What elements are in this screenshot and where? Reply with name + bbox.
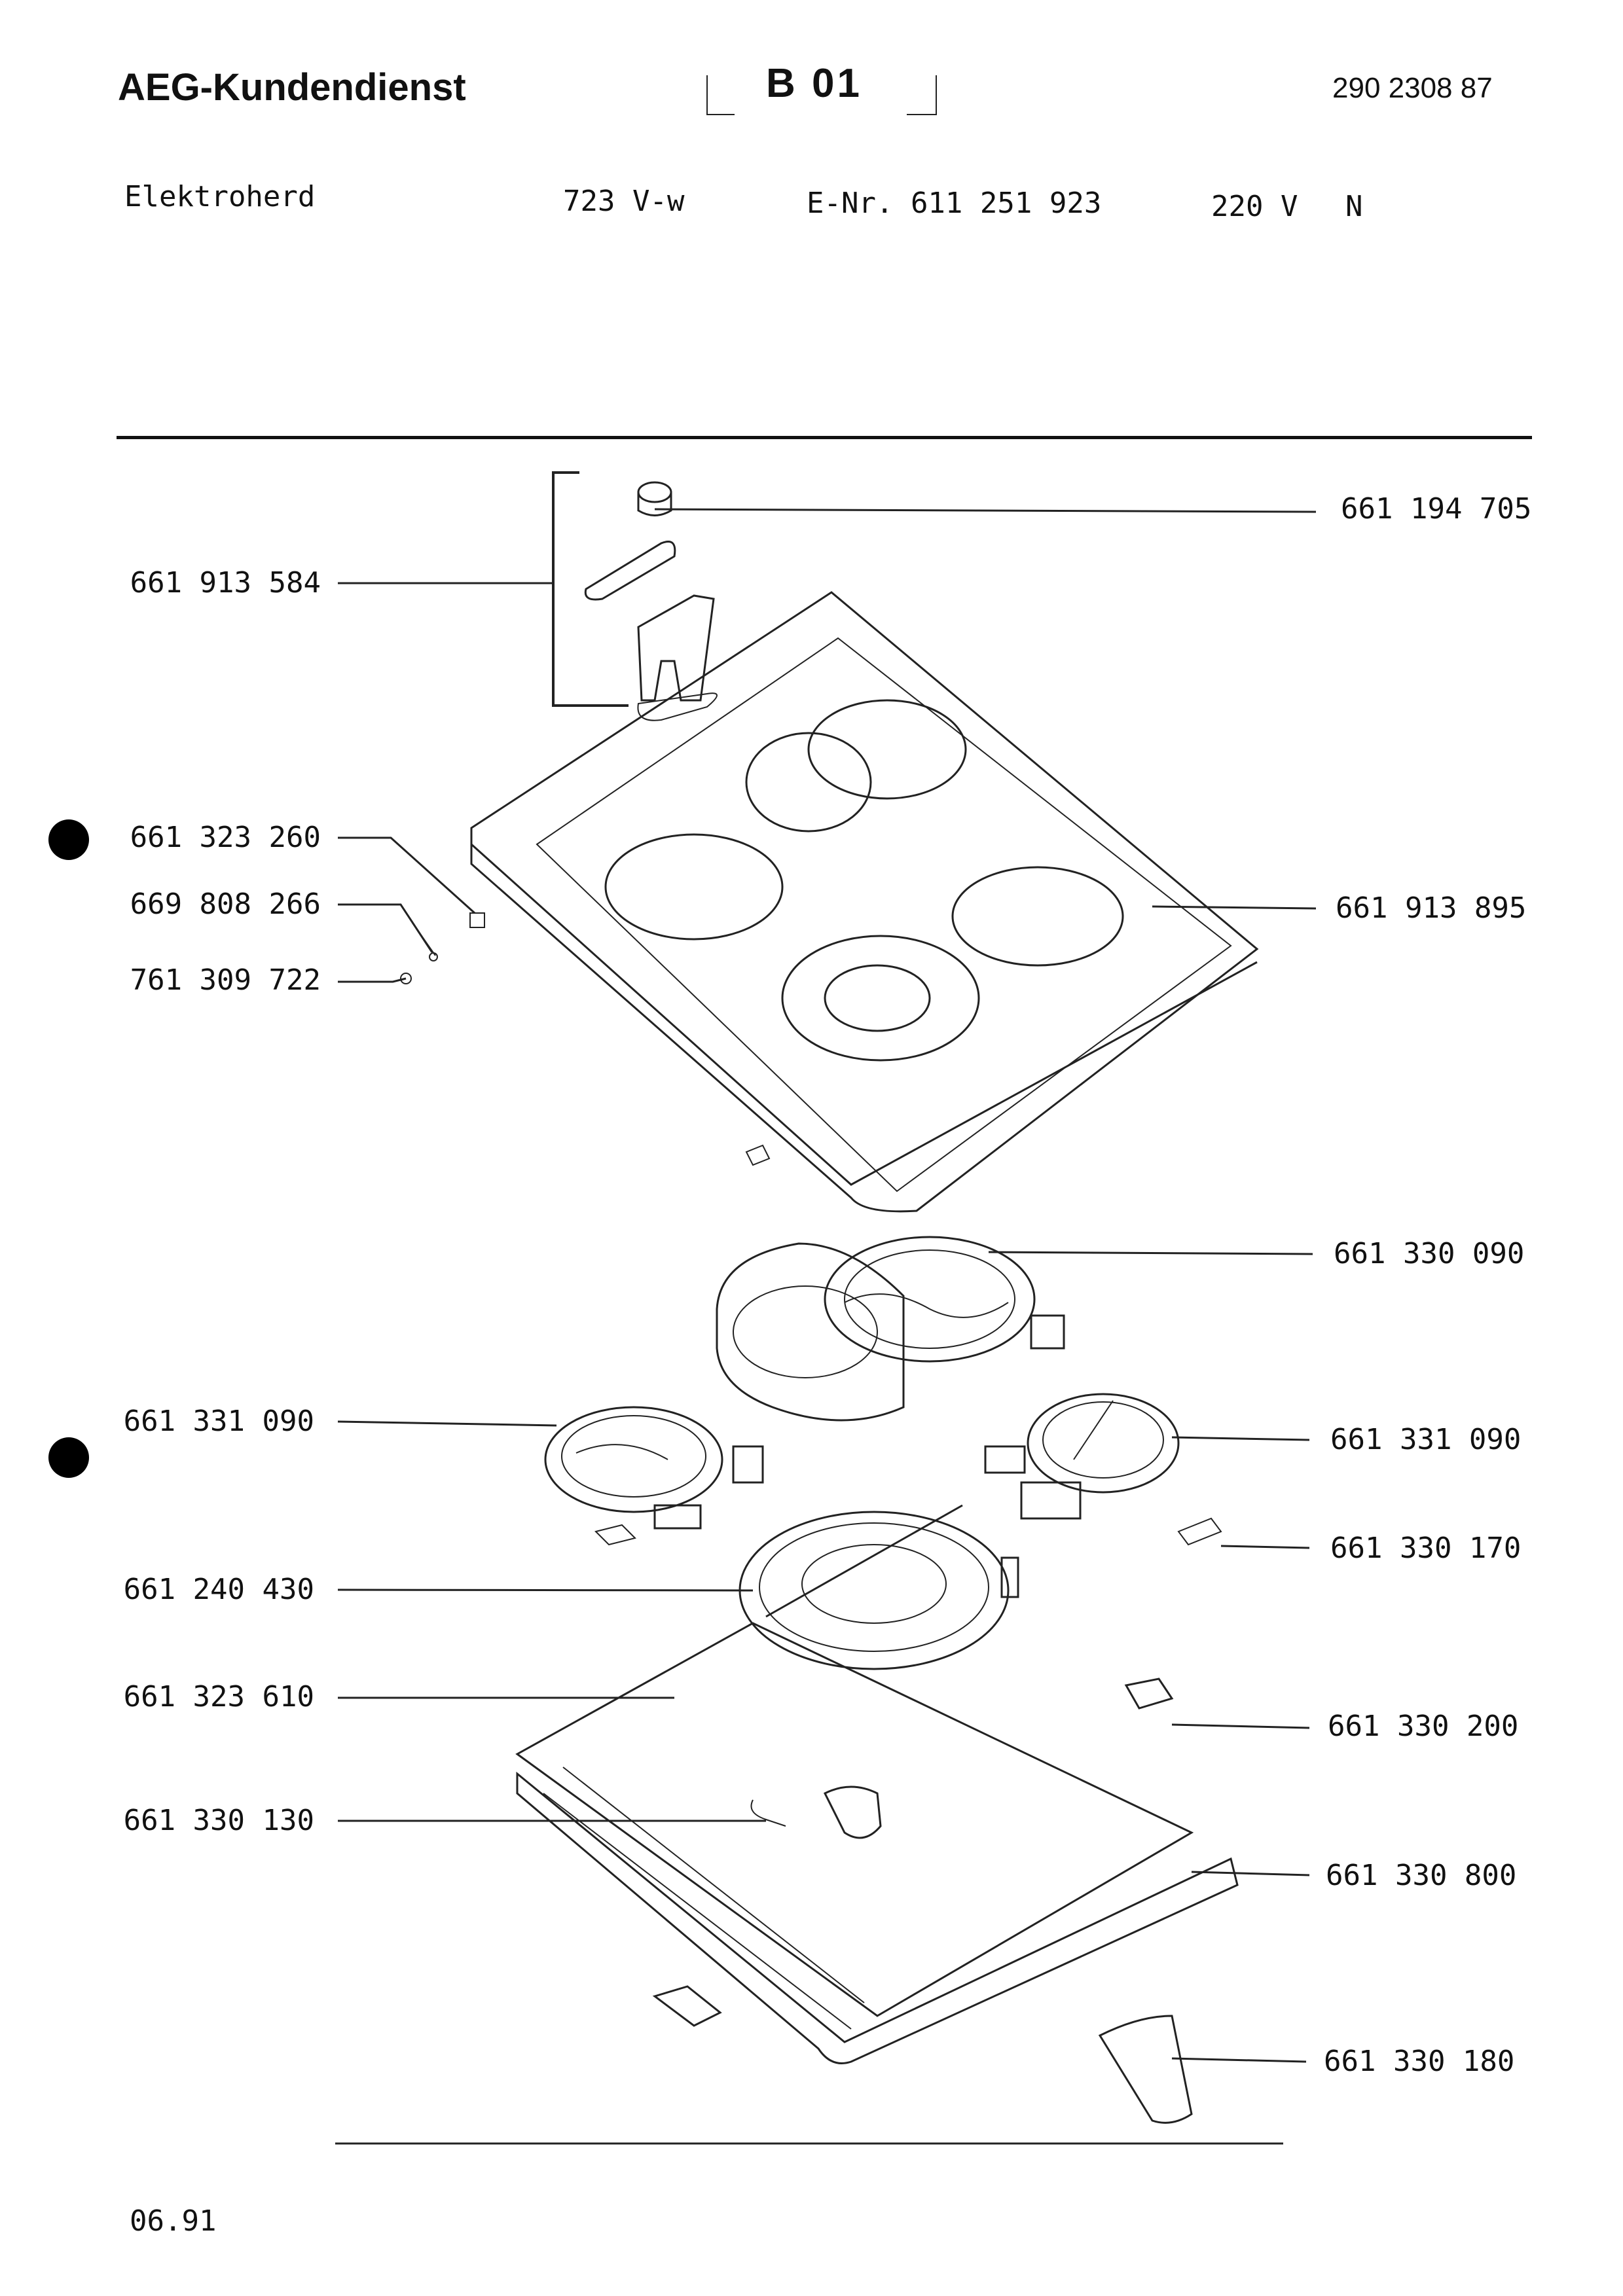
base-tray: [515, 1622, 1239, 2124]
part-number-label: 661 330 170: [1330, 1532, 1522, 1565]
part-number-label: 669 808 266: [130, 888, 321, 921]
part-number-label: 661 323 260: [130, 821, 321, 854]
voltage: 220 V: [1211, 190, 1298, 223]
part-number-label: 661 330 130: [123, 1804, 314, 1837]
part-number-label: 661 331 090: [1330, 1423, 1522, 1456]
part-number-label: 661 330 800: [1326, 1859, 1517, 1892]
document-number: 290 2308 87: [1332, 72, 1493, 104]
variant: N: [1345, 190, 1363, 223]
part-number-label: 661 240 430: [123, 1573, 314, 1606]
appliance-type: Elektroherd: [124, 180, 316, 213]
part-number-label: 661 194 705: [1341, 492, 1532, 526]
part-number-label: 661 330 180: [1324, 2045, 1515, 2078]
header-divider: [117, 436, 1532, 439]
heating-elements: [544, 1236, 1222, 1670]
part-number-label: 661 323 610: [123, 1680, 314, 1713]
marker-dot-1: [48, 819, 89, 860]
part-number-label: 661 331 090: [123, 1405, 314, 1438]
part-number-label: 661 913 895: [1336, 891, 1527, 925]
leader-lines: [337, 508, 1317, 2063]
issue-date: 06.91: [130, 2204, 217, 2238]
brand-title: AEG-Kundendienst: [118, 66, 466, 109]
marker-dot-2: [48, 1437, 89, 1478]
sheet-brackets: [706, 75, 937, 115]
cooktop-glass: [470, 591, 1259, 1213]
sheet-number: B 01: [766, 61, 862, 106]
knob-assembly: [552, 471, 715, 707]
part-number-label: 661 330 200: [1328, 1710, 1519, 1743]
clips: [400, 912, 771, 1166]
e-number: E-Nr. 611 251 923: [807, 187, 1102, 220]
part-number-label: 661 330 090: [1334, 1237, 1525, 1270]
model-number: 723 V-w: [563, 185, 685, 218]
part-number-label: 661 913 584: [130, 566, 321, 600]
part-number-label: 761 309 722: [130, 963, 321, 997]
